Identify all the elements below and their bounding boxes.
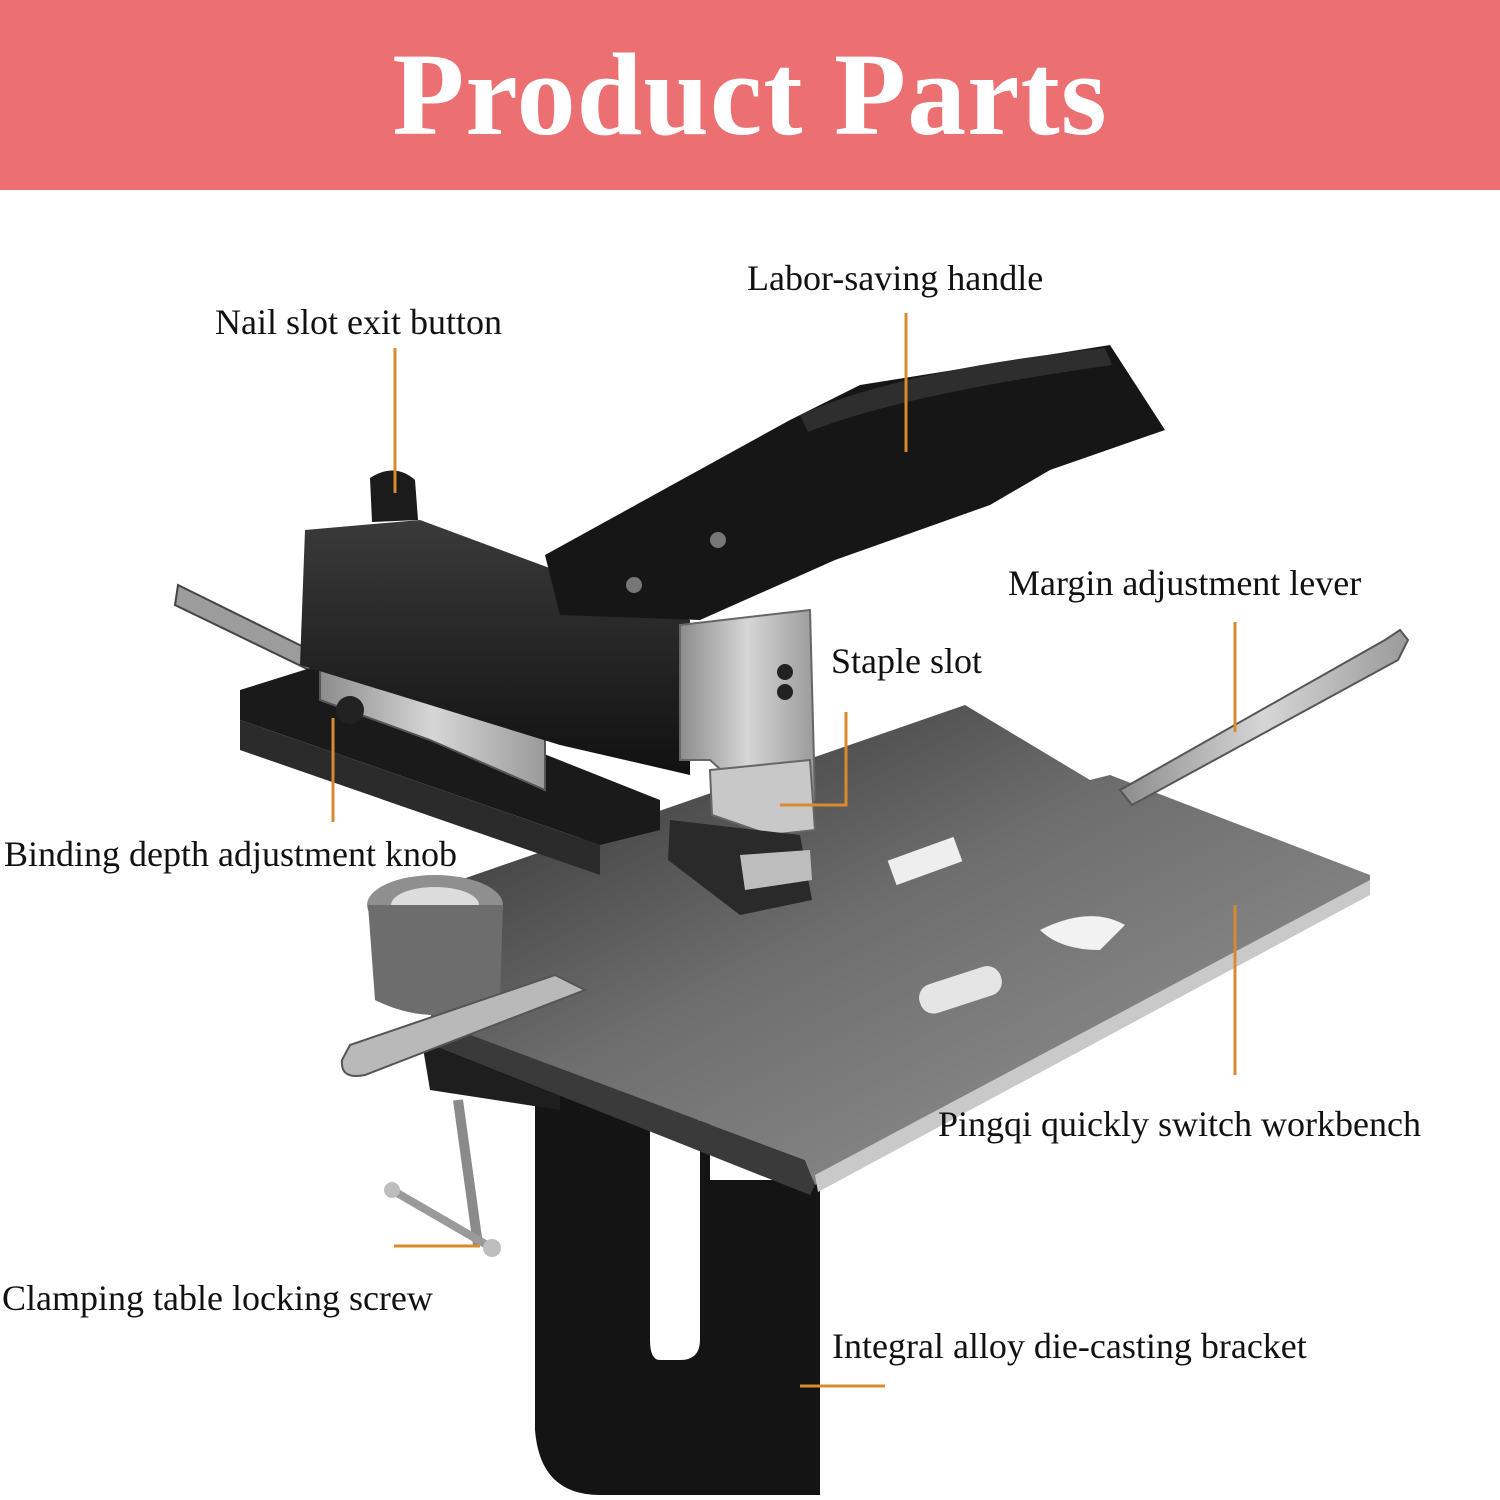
label-clamping-table-locking-screw: Clamping table locking screw xyxy=(2,1278,433,1318)
title-banner: Product Parts xyxy=(0,0,1500,190)
clamp-screw xyxy=(384,1099,501,1257)
front-guide-lever xyxy=(340,973,588,1077)
label-margin-adjustment-lever: Margin adjustment lever xyxy=(1008,563,1362,603)
leader-staple-slot xyxy=(780,712,848,807)
die-casting-bracket xyxy=(420,1020,820,1495)
page-title: Product Parts xyxy=(392,29,1108,160)
leader-lines xyxy=(331,313,1237,1388)
stapler-head xyxy=(173,345,1165,915)
label-workbench: Pingqi quickly switch workbench xyxy=(938,1104,1421,1144)
margin-lever xyxy=(1118,628,1410,807)
label-binding-depth-adjustment-knob: Binding depth adjustment knob xyxy=(4,834,457,874)
label-die-casting-bracket: Integral alloy die-casting bracket xyxy=(832,1326,1307,1366)
cup-housing xyxy=(367,875,503,1015)
label-nail-slot-exit-button: Nail slot exit button xyxy=(215,302,502,342)
label-labor-saving-handle: Labor-saving handle xyxy=(747,258,1044,298)
label-staple-slot: Staple slot xyxy=(831,641,982,681)
stapler-illustration xyxy=(173,313,1410,1495)
workbench-plate xyxy=(420,705,1370,1195)
